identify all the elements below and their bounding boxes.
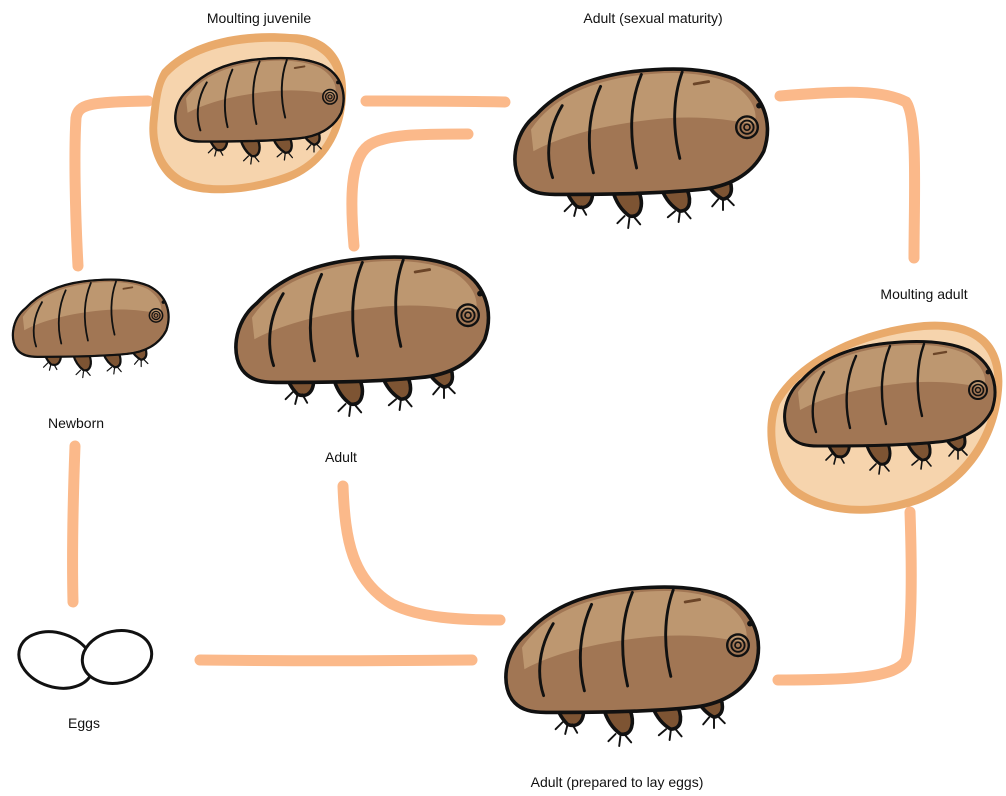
label-adult-sexual-maturity: Adult (sexual maturity): [583, 10, 722, 26]
adult-sexual-maturity-tardigrade: [515, 69, 768, 228]
connector-adult-to-adult-prepared: [343, 486, 500, 620]
connector-newborn-to-moulting-juvenile: [75, 101, 148, 266]
label-moulting-adult: Moulting adult: [880, 286, 967, 302]
connector-eggs-to-newborn: [73, 446, 75, 602]
label-moulting-juvenile: Moulting juvenile: [207, 10, 311, 26]
connector-adult-sexual-maturity-to-moulting-adult: [780, 92, 915, 258]
label-eggs: Eggs: [68, 715, 100, 731]
eggs-drawing: [12, 623, 157, 698]
label-newborn: Newborn: [48, 415, 104, 431]
connector-moulting-adult-to-adult-prepared: [778, 512, 911, 680]
connector-moulting-juvenile-to-adult-sexual-maturity: [366, 101, 505, 102]
label-adult: Adult: [325, 449, 357, 465]
adult-prepared-tardigrade: [506, 587, 759, 746]
egg-right: [77, 624, 156, 689]
label-adult-prepared-to-lay-eggs: Adult (prepared to lay eggs): [531, 774, 704, 790]
connector-adult-to-adult-sexual-maturity: [352, 134, 468, 246]
connector-adult-prepared-to-eggs: [200, 660, 472, 661]
newborn-tardigrade: [13, 280, 169, 378]
adult-tardigrade: [236, 257, 489, 416]
